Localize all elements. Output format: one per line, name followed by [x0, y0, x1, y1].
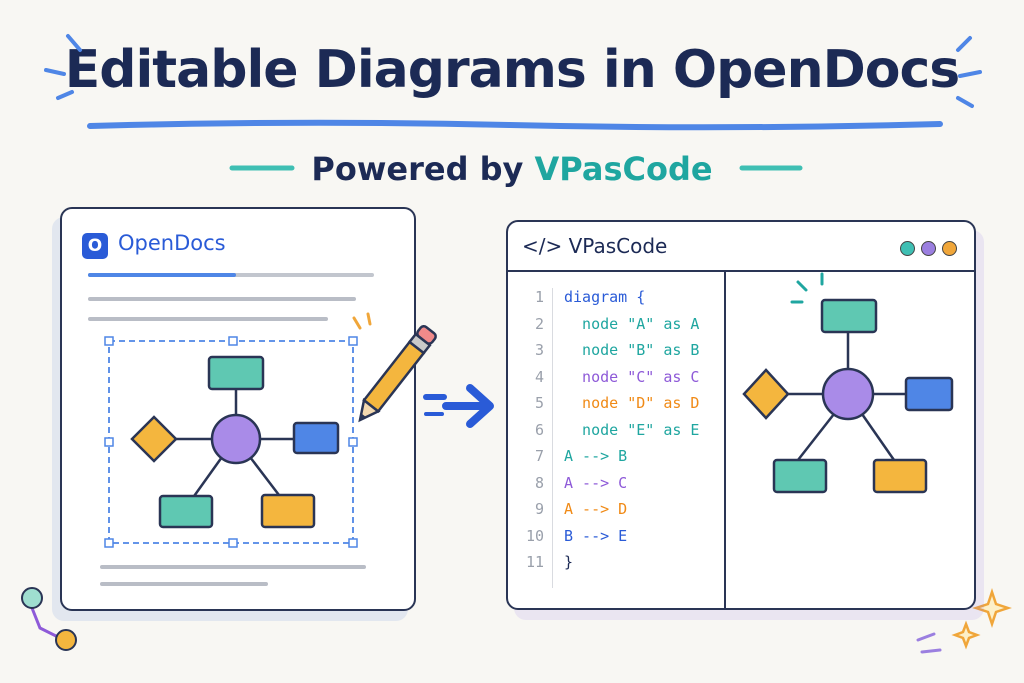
title-underline: [87, 119, 943, 131]
window-dot-orange[interactable]: [942, 241, 957, 256]
code-line[interactable]: 2 node "A" as A: [508, 315, 718, 341]
code-text[interactable]: diagram {: [564, 288, 646, 306]
code-text[interactable]: B --> E: [564, 526, 628, 545]
subtitle-prefix: Powered by: [311, 150, 535, 188]
embedded-diagram[interactable]: [62, 209, 414, 609]
node-diamond[interactable]: [130, 415, 178, 463]
code-line[interactable]: 1 diagram {: [508, 288, 718, 314]
code-line[interactable]: 5 node "D" as D: [508, 394, 718, 420]
connector-nodes-icon: [21, 587, 77, 651]
code-text[interactable]: A --> D: [564, 500, 628, 518]
code-line[interactable]: 7 A --> B: [508, 447, 718, 473]
code-text[interactable]: node "E" as E: [564, 420, 700, 439]
preview-node-bottom-right: [872, 458, 928, 494]
line-number: 8: [534, 473, 544, 492]
preview-node-right: [904, 376, 954, 412]
opendocs-card: O OpenDocs: [60, 207, 416, 611]
preview-node-bottom-left: [772, 458, 828, 494]
vpascode-header: </> VPasCode: [508, 222, 974, 272]
text-line: [100, 565, 366, 569]
opendocs-logo-icon: O: [82, 233, 108, 259]
code-line[interactable]: 8 A --> C: [508, 474, 718, 500]
diagram-preview: [742, 272, 954, 494]
text-line: [100, 582, 268, 586]
code-text[interactable]: }: [564, 553, 574, 571]
code-text[interactable]: node "C" as C: [564, 367, 700, 386]
node-bottom-right[interactable]: [260, 493, 316, 529]
preview-node-diamond: [742, 368, 790, 420]
node-bottom-left[interactable]: [158, 494, 214, 529]
preview-node-top: [820, 298, 878, 334]
pencil-icon: [352, 312, 437, 423]
code-line[interactable]: 11}: [508, 553, 718, 579]
node-top[interactable]: [207, 355, 265, 391]
progress-line: [88, 273, 236, 277]
sparkle-dashes: [916, 632, 942, 654]
line-number: 9: [534, 500, 544, 518]
line-number: 1: [534, 288, 544, 306]
node-right[interactable]: [292, 421, 340, 455]
window-dot-purple[interactable]: [921, 241, 936, 256]
code-text[interactable]: node "A" as A: [564, 314, 700, 333]
diagram-edges: [174, 389, 294, 500]
code-line[interactable]: 6 node "E" as E: [508, 421, 718, 447]
line-number: 11: [525, 553, 544, 571]
line-number: 4: [534, 367, 544, 386]
code-line[interactable]: 4 node "C" as C: [508, 368, 718, 394]
vpascode-name: VPasCode: [568, 234, 668, 258]
code-line[interactable]: 9 A --> D: [508, 500, 718, 526]
code-text[interactable]: A --> B: [564, 447, 628, 465]
title-sparkles-left: [44, 34, 82, 100]
sparkle-stars-icon: [951, 588, 1012, 650]
arrow-right-icon: [423, 384, 494, 428]
line-number: 5: [534, 394, 544, 412]
preview-node-center: [821, 367, 875, 421]
page-title: Editable Diagrams in OpenDocs: [64, 40, 961, 100]
code-text[interactable]: A --> C: [564, 473, 628, 492]
line-number: 7: [534, 447, 544, 465]
opendocs-app-name: OpenDocs: [118, 231, 226, 255]
text-line: [88, 297, 356, 301]
code-text[interactable]: node "B" as B: [564, 341, 700, 359]
line-number: 10: [525, 526, 544, 545]
vpascode-title: </> VPasCode: [522, 234, 667, 258]
subtitle-brand: VPasCode: [534, 150, 713, 188]
code-brackets-icon: </>: [522, 234, 563, 258]
pane-divider[interactable]: [724, 270, 726, 608]
node-center[interactable]: [210, 413, 262, 465]
preview-sparkle: [790, 272, 824, 304]
line-number: 6: [534, 420, 544, 439]
page-subtitle: Powered by VPasCode: [0, 150, 1024, 188]
title-sparkles-right: [956, 36, 982, 108]
preview-edges: [786, 332, 906, 461]
code-text[interactable]: node "D" as D: [564, 394, 700, 412]
line-gutter: [552, 288, 553, 588]
window-dot-teal[interactable]: [900, 241, 915, 256]
selection-handles[interactable]: [104, 336, 358, 548]
line-number: 3: [534, 341, 544, 359]
code-line[interactable]: 10 B --> E: [508, 527, 718, 553]
line-number: 2: [534, 314, 544, 333]
text-line: [88, 317, 328, 321]
code-line[interactable]: 3 node "B" as B: [508, 341, 718, 367]
